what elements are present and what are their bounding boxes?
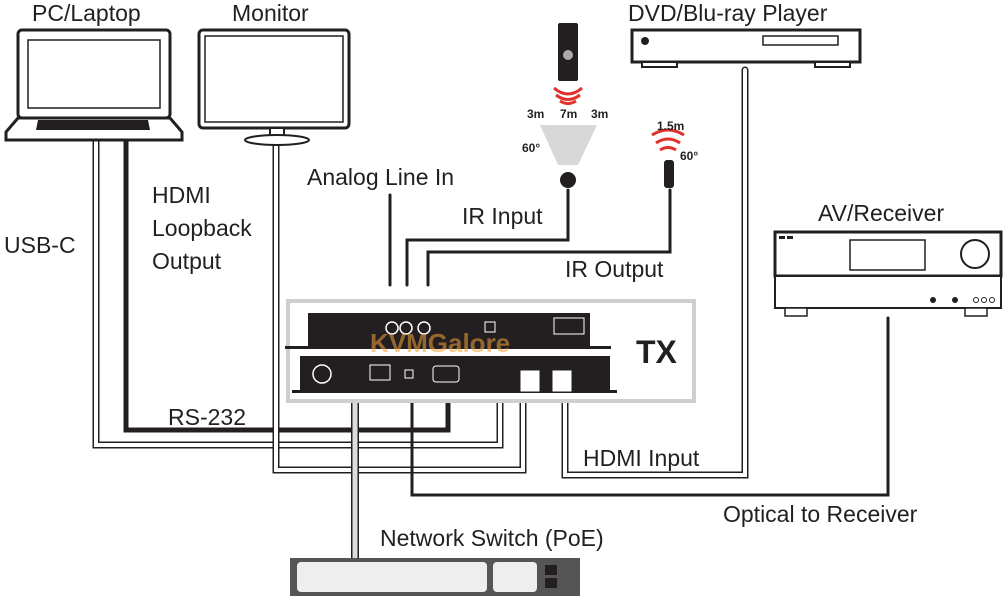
av-receiver-icon bbox=[773, 230, 1003, 317]
ir-angle: 60° bbox=[522, 141, 541, 155]
optical-cable bbox=[410, 316, 890, 497]
ir-range-center: 7m bbox=[560, 107, 578, 121]
hdmi-loopback-label-1: HDMI bbox=[152, 182, 211, 208]
laptop-icon bbox=[4, 28, 184, 142]
ir-emitter-icon bbox=[651, 128, 685, 188]
monitor-icon bbox=[197, 28, 351, 146]
analog-line-in-label: Analog Line In bbox=[307, 164, 455, 190]
dvd-player-icon bbox=[630, 28, 862, 68]
emitter-range: 1.5m bbox=[657, 119, 685, 133]
tx-front-panel bbox=[285, 313, 611, 349]
network-switch-icon bbox=[290, 558, 580, 596]
hdmi-loopback-label-3: Output bbox=[152, 248, 222, 274]
ir-output-label: IR Output bbox=[565, 256, 664, 282]
rs232-cable bbox=[123, 132, 451, 433]
dvd-label: DVD/Blu-ray Player bbox=[628, 0, 828, 26]
ir-range-left: 3m bbox=[527, 107, 545, 121]
emitter-angle: 60° bbox=[680, 149, 699, 163]
pc-laptop-label: PC/Laptop bbox=[32, 0, 141, 26]
network-switch-label: Network Switch (PoE) bbox=[380, 525, 604, 551]
hdmi-loopback-label-2: Loopback bbox=[152, 215, 252, 241]
hdmi-input-label: HDMI Input bbox=[583, 445, 700, 471]
watermark: KVMGalore bbox=[370, 328, 511, 358]
rs232-label: RS-232 bbox=[168, 404, 246, 430]
usb-c-label: USB-C bbox=[4, 232, 76, 258]
ir-input-label: IR Input bbox=[462, 203, 543, 229]
ir-input-cable bbox=[405, 188, 570, 287]
monitor-label: Monitor bbox=[232, 0, 309, 26]
av-receiver-label: AV/Receiver bbox=[818, 200, 945, 226]
tx-back-panel bbox=[292, 356, 617, 393]
ir-remote-icon bbox=[540, 23, 597, 188]
ir-range-right: 3m bbox=[591, 107, 609, 121]
optical-label: Optical to Receiver bbox=[723, 501, 918, 527]
ir-output-cable bbox=[426, 188, 672, 287]
tx-label: TX bbox=[636, 334, 677, 370]
